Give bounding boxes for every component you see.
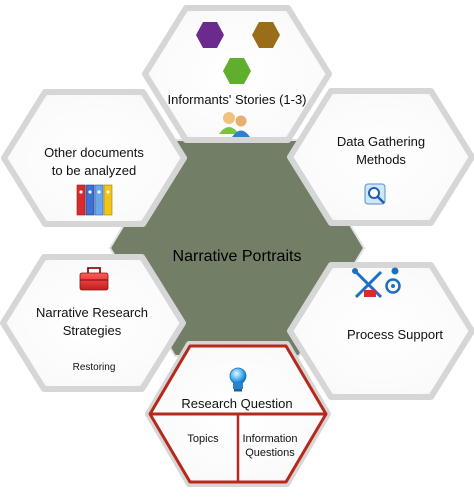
hex-narrative-research-strategies	[0, 254, 186, 392]
strategies-label-line1: Narrative Research	[36, 305, 148, 320]
other-documents-label-line2: to be analyzed	[52, 163, 137, 178]
information-questions-label-line1: Information	[242, 433, 297, 445]
strategies-label-line2: Strategies	[63, 323, 122, 338]
toolbox-icon	[79, 267, 109, 291]
binders-icon	[76, 184, 113, 216]
information-questions-label-line2: Questions	[245, 447, 295, 459]
hex-data-gathering-methods	[287, 88, 474, 226]
data-gathering-label-line2: Methods	[356, 152, 406, 167]
hex-process-support	[287, 262, 474, 400]
data-gathering-label-line1: Data Gathering	[337, 134, 425, 149]
process-support-label: Process Support	[347, 327, 443, 342]
brown-hexagon-icon	[252, 22, 280, 48]
purple-hexagon-icon	[196, 22, 224, 48]
tools-icon	[352, 267, 401, 299]
research-question-label: Research Question	[181, 396, 292, 411]
lightbulb-icon	[229, 367, 247, 392]
magnifier-icon	[364, 183, 386, 205]
informants-stories-label: Informants' Stories (1-3)	[167, 92, 306, 107]
other-documents-label-line1: Other documents	[44, 145, 144, 160]
strategies-sub-label: Restoring	[73, 362, 116, 373]
topics-label: Topics	[187, 433, 219, 445]
people-icon	[219, 112, 250, 137]
center-title: Narrative Portraits	[173, 248, 302, 265]
hex-other-documents	[1, 89, 187, 227]
green-hexagon-icon	[223, 58, 251, 84]
